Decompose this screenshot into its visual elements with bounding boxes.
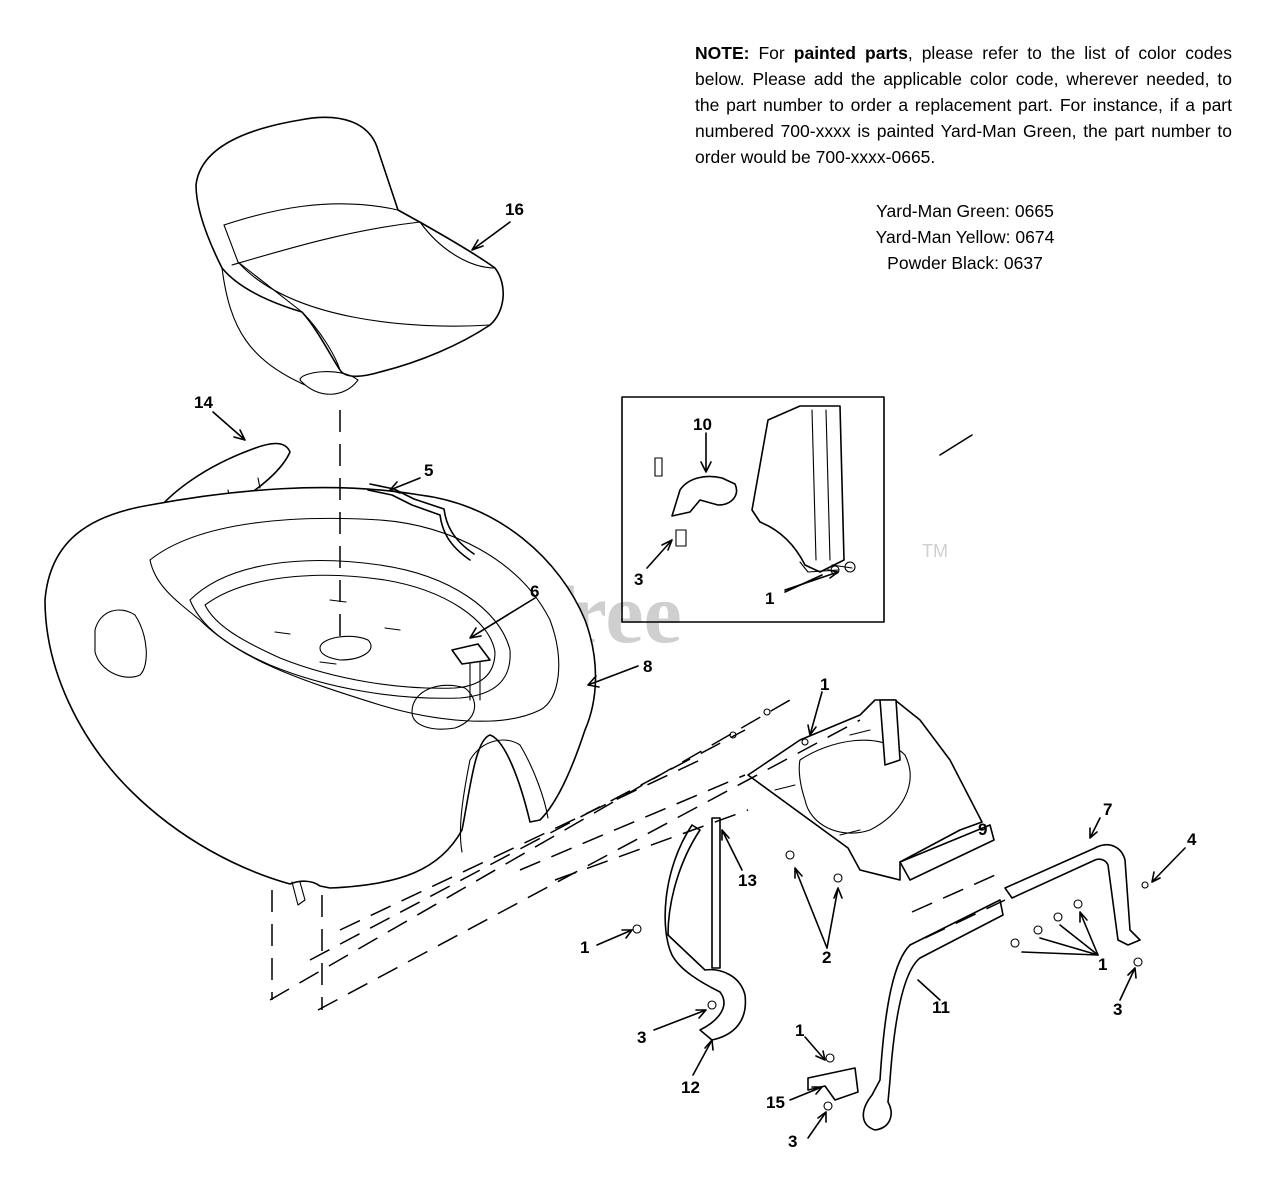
callout-16: 16: [505, 200, 524, 219]
callout-4: 4: [1187, 830, 1197, 849]
fasteners-hardware: [632, 561, 1149, 1111]
color-code-list: Yard-Man Green: 0665 Yard-Man Yellow: 06…: [800, 198, 1130, 276]
callout-3-bottom: 3: [788, 1132, 797, 1151]
color-code-green: Yard-Man Green: 0665: [876, 201, 1054, 221]
callout-11: 11: [932, 998, 950, 1017]
callout-7: 7: [1103, 800, 1112, 819]
color-code-black: Powder Black: 0637: [887, 253, 1043, 273]
left-support-bar-part[interactable]: [664, 817, 747, 1041]
callout-12: 12: [681, 1078, 700, 1097]
note-emphasis: painted parts: [793, 43, 908, 63]
fender-body-part[interactable]: [44, 486, 597, 906]
note-label: NOTE:: [695, 43, 750, 63]
callout-1-plate: 1: [820, 675, 829, 694]
callout-3-left: 3: [637, 1028, 646, 1047]
painted-parts-note: NOTE: For painted parts, please refer to…: [695, 40, 1232, 170]
right-support-bar-part[interactable]: [807, 899, 1004, 1131]
seat-part[interactable]: [195, 116, 505, 395]
inset-bracket-part[interactable]: [654, 405, 853, 573]
callout-2: 2: [822, 948, 831, 967]
trademark-mark: TM: [922, 541, 948, 561]
callout-1-left: 1: [580, 938, 589, 957]
callout-13: 13: [738, 871, 757, 890]
callout-14: 14: [194, 393, 213, 412]
callout-8: 8: [643, 657, 652, 676]
seat-mounting-plate-part[interactable]: [747, 699, 995, 881]
callout-5: 5: [424, 461, 433, 480]
callout-leader-lines: [212, 221, 1186, 1139]
callout-6: 6: [530, 582, 539, 601]
callout-1-right: 1: [1098, 955, 1107, 974]
note-text-2: , please refer to the list of color code…: [695, 43, 1232, 167]
callout-15: 15: [766, 1093, 785, 1112]
callout-1-inset: 1: [765, 589, 774, 608]
handle-part[interactable]: [1004, 844, 1141, 946]
callout-10: 10: [693, 415, 712, 434]
callout-3-right: 3: [1113, 1000, 1122, 1019]
assembly-dashed-lines: [269, 410, 1006, 1011]
detail-inset-box: [621, 396, 885, 623]
rod-part[interactable]: [367, 483, 475, 561]
color-code-yellow: Yard-Man Yellow: 0674: [875, 227, 1055, 247]
callout-1-bottom: 1: [795, 1021, 804, 1040]
callout-9: 9: [978, 820, 987, 839]
callout-3-inset: 3: [634, 570, 643, 589]
note-text-1: For: [749, 43, 794, 63]
